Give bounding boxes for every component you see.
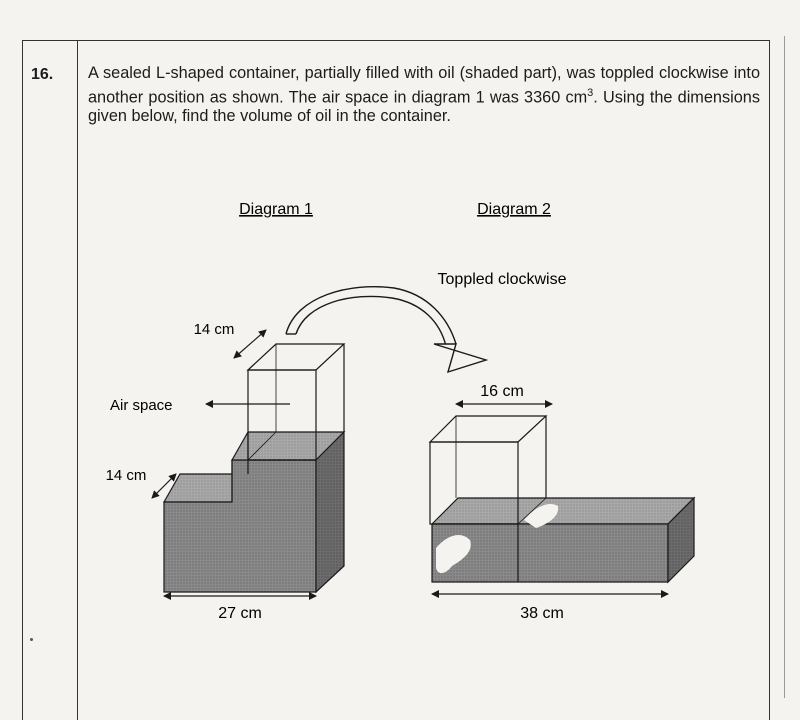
question-text: A sealed L-shaped container, partially f…	[88, 64, 760, 127]
question-text-part-1: A sealed L-shaped container, partially f…	[88, 64, 760, 106]
question-number: 16.	[31, 66, 54, 83]
diagram2-container	[428, 415, 696, 584]
diagram1-oil-side	[315, 430, 345, 594]
question-text-part-2: . Using the dimensions given below, find…	[88, 87, 760, 126]
diagram1-air-tower-top	[246, 343, 346, 371]
diagram1-depth-top-label: 14 cm	[194, 321, 235, 338]
diagram2-air-cube-top	[428, 415, 548, 443]
diagram2-oil-top	[430, 497, 696, 525]
diagram1-container	[162, 343, 346, 594]
toppled-label: Toppled clockwise	[438, 271, 567, 288]
diagram2-width-label: 38 cm	[520, 605, 564, 622]
diagram1-depth-side-arrow	[151, 473, 177, 499]
page-smudge	[30, 638, 33, 641]
diagram1-air-space-label: Air space	[110, 397, 173, 414]
diagram2-top-width-label: 16 cm	[480, 383, 524, 400]
diagram2-title: Diagram 2	[477, 201, 551, 218]
toppled-arrow	[285, 285, 489, 374]
page-edge	[784, 36, 785, 698]
diagram2-oil-side	[667, 496, 695, 584]
question-number-column	[22, 40, 78, 720]
unit-superscript: 3	[587, 86, 594, 99]
diagram1-width-label: 27 cm	[218, 605, 262, 622]
diagrams-figure: Diagram 1 Diagram 2 Toppled clockwise 14…	[106, 201, 696, 622]
diagram1-depth-side-label: 14 cm	[106, 467, 147, 484]
diagram1-title: Diagram 1	[239, 201, 313, 218]
diagram1-depth-top-arrow	[233, 329, 267, 359]
question-frame	[22, 40, 770, 720]
